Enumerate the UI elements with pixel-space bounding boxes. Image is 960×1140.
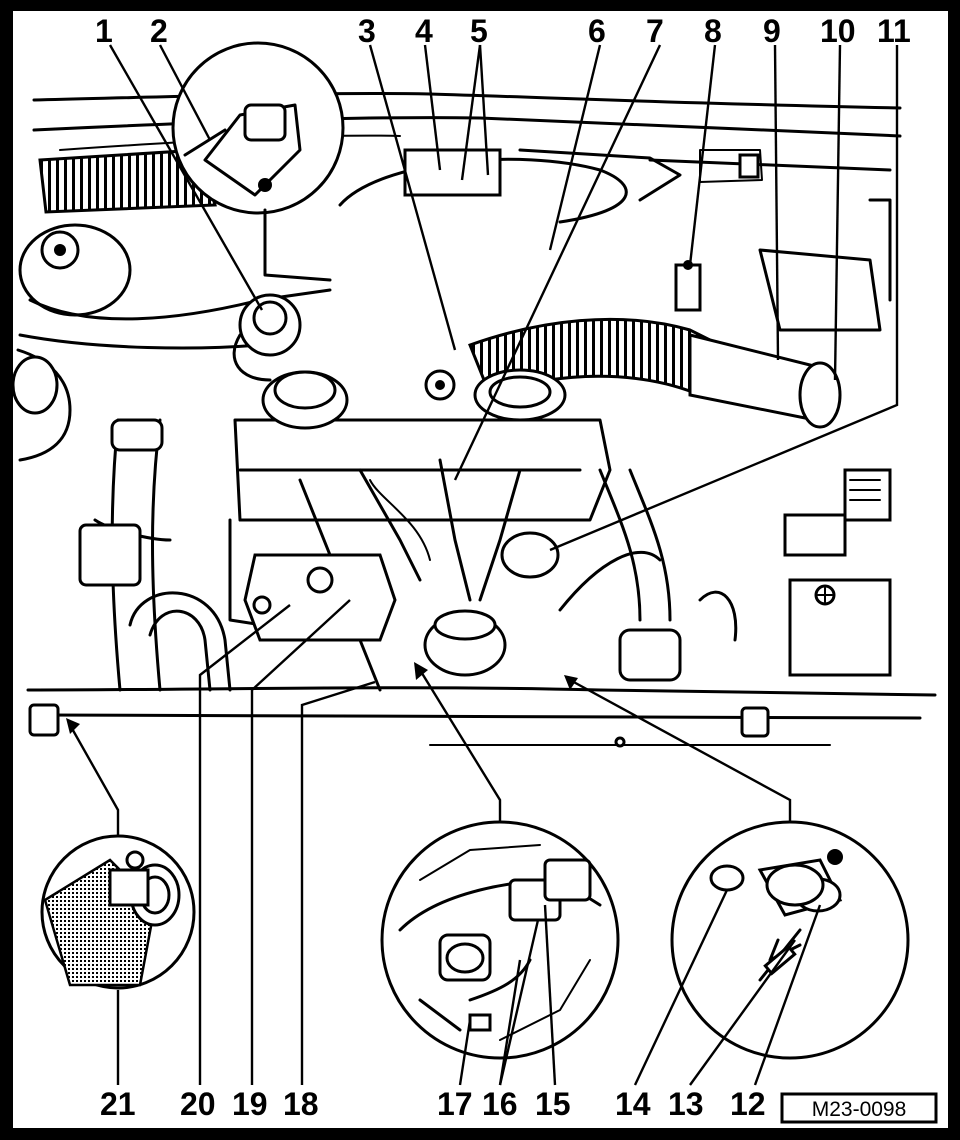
callout-18: 18	[283, 1086, 319, 1122]
callout-10: 10	[820, 13, 856, 49]
callout-15: 15	[535, 1086, 571, 1122]
airbox-upper-bracket	[403, 148, 502, 197]
callout-13: 13	[668, 1086, 704, 1122]
callout-numbers: 1 2 3 4 5 6 7 8 9 10 11 21 20 19 18 17 1…	[95, 13, 911, 1122]
turbo-hose-connector	[618, 628, 682, 682]
callout-16: 16	[482, 1086, 518, 1122]
detail-inset-sensor	[40, 834, 196, 990]
injection-pump	[243, 553, 397, 642]
callout-19: 19	[232, 1086, 268, 1122]
engine-bay-illustration	[11, 91, 937, 748]
callout-20: 20	[180, 1086, 216, 1122]
callout-17: 17	[437, 1086, 473, 1122]
callout-5: 5	[470, 13, 488, 49]
callout-8: 8	[704, 13, 722, 49]
intake-hose-end	[798, 361, 842, 429]
callout-14: 14	[615, 1086, 651, 1122]
o-ring	[709, 864, 745, 892]
callout-21: 21	[100, 1086, 136, 1122]
callout-12: 12	[730, 1086, 766, 1122]
callout-11: 11	[877, 13, 911, 49]
detail-inset-pump-solenoids	[380, 820, 620, 1060]
callout-4: 4	[415, 13, 433, 49]
battery	[788, 578, 892, 677]
plenum-hose-ribbed	[38, 148, 217, 214]
coolant-temp-sender	[674, 263, 702, 312]
detail-inset-sensor-oring	[670, 820, 910, 1060]
callout-7: 7	[646, 13, 664, 49]
reference-code-box	[780, 1092, 938, 1124]
reference-code: M23-0098	[812, 1098, 907, 1121]
detail-inset-egr	[171, 41, 345, 282]
callout-2: 2	[150, 13, 168, 49]
leader-lines	[66, 44, 899, 1086]
upper-hose-clamp	[110, 418, 164, 452]
callout-3: 3	[358, 13, 376, 49]
callout-1: 1	[95, 13, 113, 49]
callout-6: 6	[588, 13, 606, 49]
callout-9: 9	[763, 13, 781, 49]
